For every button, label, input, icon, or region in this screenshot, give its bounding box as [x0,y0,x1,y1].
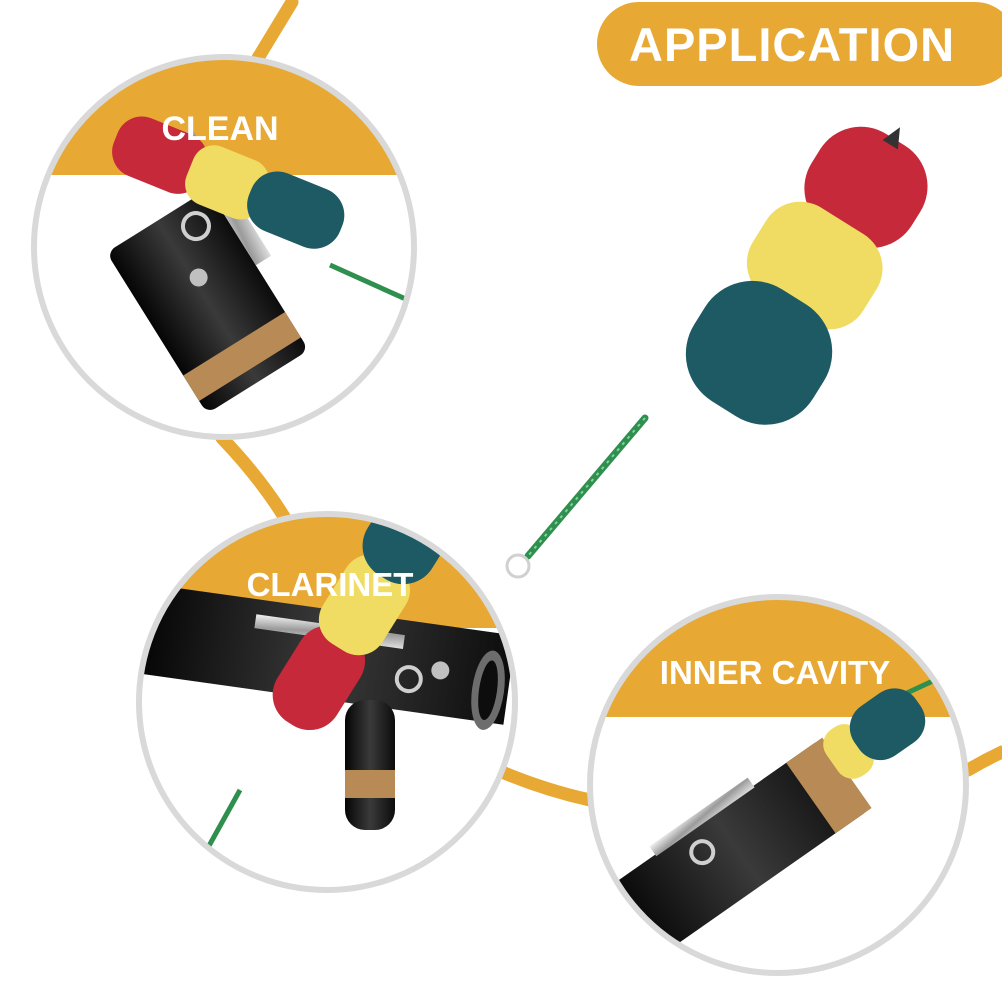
page-title: APPLICATION [629,17,956,71]
panel-inner-cavity [587,594,969,976]
label-clarinet: CLARINET [246,566,414,603]
application-banner: APPLICATION [597,2,1002,86]
label-clean: CLEAN [161,110,279,148]
label-inner-cavity: INNER CAVITY [659,654,891,691]
panel-clarinet [136,511,518,893]
main-brush-image [505,126,928,579]
panel-clean [31,54,417,440]
connector-arcs [215,0,1002,807]
